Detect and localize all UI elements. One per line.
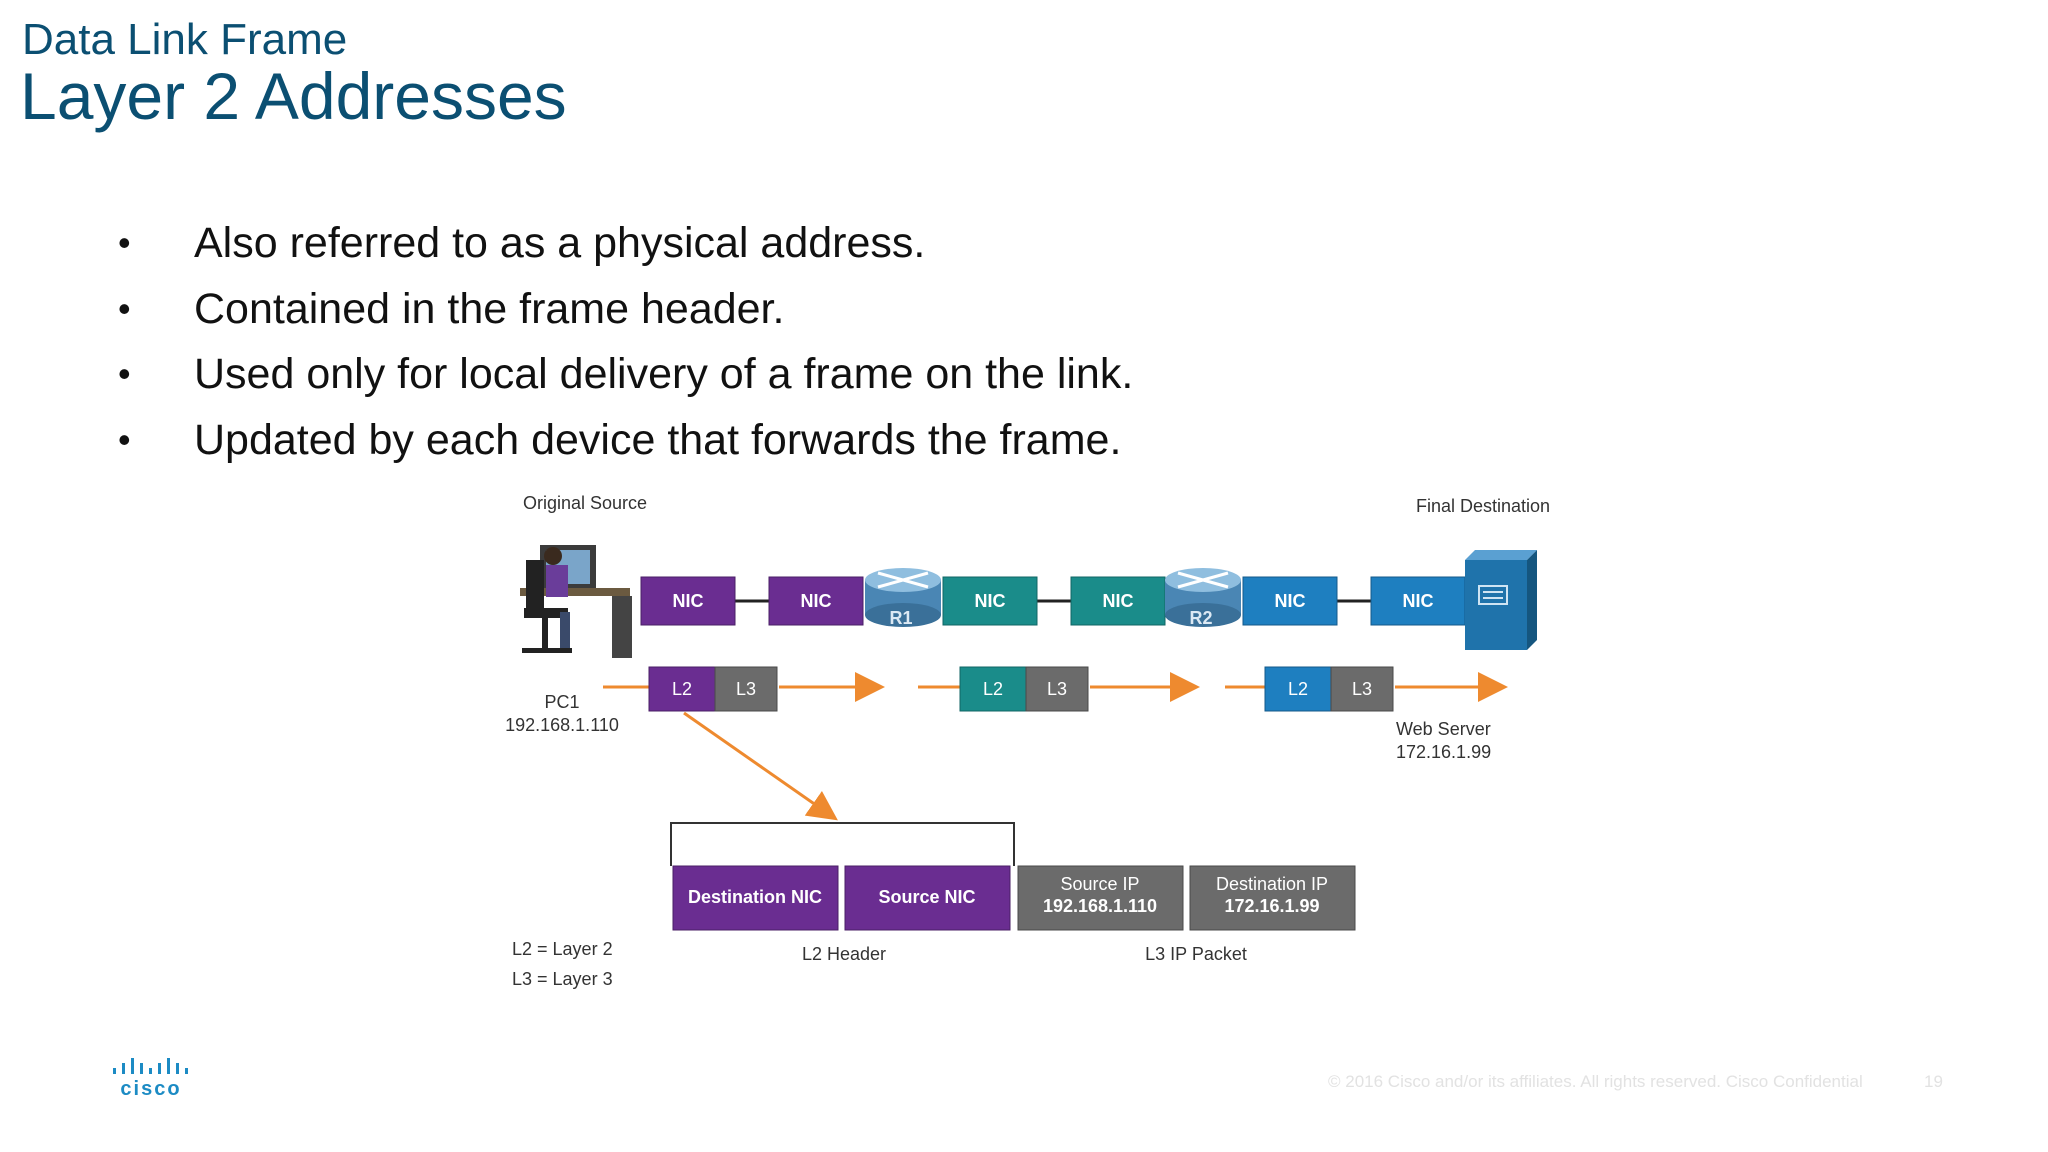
l3-box: L3 (714, 666, 778, 712)
cisco-logo: cisco (112, 1054, 194, 1103)
nic-label: NIC (1103, 591, 1134, 611)
destination-nic-field: Destination NIC (672, 865, 839, 931)
nic-2: NIC (768, 576, 864, 626)
frame-row: L2 L3 L2 L3 L2 L3 (603, 666, 1508, 712)
bullet-item: • Also referred to as a physical address. (112, 214, 1133, 280)
nic-1: NIC (640, 576, 736, 626)
copyright-text: © 2016 Cisco and/or its affiliates. All … (1328, 1072, 1863, 1091)
l2-header-caption: L2 Header (802, 944, 886, 964)
slide-subtitle: Data Link Frame (22, 15, 348, 64)
l3-label: L3 (1047, 679, 1067, 699)
l3-box: L3 (1330, 666, 1394, 712)
nic-label: NIC (1403, 591, 1434, 611)
legend-l3: L3 = Layer 3 (512, 969, 613, 989)
bullet-dot: • (118, 353, 131, 394)
router-label: R2 (1189, 608, 1212, 628)
bullet-dot: • (118, 287, 131, 329)
source-ip-label: Source IP (1060, 874, 1139, 894)
nic-4: NIC (1070, 576, 1166, 626)
router-r1-icon: R1 (865, 568, 941, 628)
cisco-logo-text: cisco (120, 1078, 181, 1098)
expand-arrow (683, 711, 838, 821)
nic-label: NIC (801, 591, 832, 611)
nic-label: NIC (975, 591, 1006, 611)
pc1-workstation-icon (520, 545, 632, 658)
bullet-text: Used only for local delivery of a frame … (194, 350, 1134, 398)
nic-5: NIC (1242, 576, 1338, 626)
server-name: Web Server (1396, 719, 1491, 739)
bullet-dot: • (118, 418, 131, 460)
slide-title: Layer 2 Addresses (20, 59, 567, 133)
nic-label: NIC (1275, 591, 1306, 611)
destination-ip-label: Destination IP (1216, 874, 1328, 894)
nic-6: NIC (1370, 576, 1466, 626)
bullet-list: • Also referred to as a physical address.… (112, 214, 1133, 476)
pc-ip: 192.168.1.110 (505, 715, 619, 735)
l3-label: L3 (1352, 679, 1372, 699)
source-ip-value: 192.168.1.110 (1043, 896, 1157, 916)
l2-box: L2 (1264, 666, 1332, 712)
bullet-item: • Contained in the frame header. (112, 280, 1133, 346)
original-source-label: Original Source (523, 493, 647, 513)
l3-label: L3 (736, 679, 756, 699)
cisco-logo-bars-icon: cisco (113, 1058, 188, 1100)
router-label: R1 (889, 608, 912, 628)
page-number: 19 (1924, 1072, 1943, 1091)
router-r2-icon: R2 (1165, 568, 1241, 628)
legend-l2: L2 = Layer 2 (512, 939, 613, 959)
nic-label: NIC (673, 591, 704, 611)
source-ip-field: Source IP 192.168.1.110 (1017, 865, 1184, 931)
web-server-icon (1465, 550, 1537, 650)
nic-3: NIC (942, 576, 1038, 626)
destination-ip-field: Destination IP 172.16.1.99 (1189, 865, 1356, 931)
destination-nic-label: Destination NIC (688, 887, 822, 907)
l3-packet-caption: L3 IP Packet (1145, 944, 1247, 964)
l2-label: L2 (1288, 679, 1308, 699)
pc-name: PC1 (544, 692, 579, 712)
l2-box: L2 (648, 666, 716, 712)
bullet-item: • Used only for local delivery of a frame… (112, 345, 1133, 411)
l2-label: L2 (983, 679, 1003, 699)
source-nic-field: Source NIC (844, 865, 1011, 931)
bullet-item: • Updated by each device that forwards th… (112, 411, 1133, 477)
server-ip: 172.16.1.99 (1396, 742, 1491, 762)
l3-box: L3 (1025, 666, 1089, 712)
final-destination-label: Final Destination (1416, 496, 1550, 516)
l2-header-bracket (670, 822, 1015, 866)
bullet-text: Contained in the frame header. (194, 284, 785, 333)
bullet-dot: • (118, 222, 131, 263)
bullet-text: Also referred to as a physical address. (194, 219, 926, 267)
l2-label: L2 (672, 679, 692, 699)
destination-ip-value: 172.16.1.99 (1224, 896, 1319, 916)
bullet-text: Updated by each device that forwards the… (194, 415, 1122, 464)
l2-box: L2 (959, 666, 1027, 712)
source-nic-label: Source NIC (878, 887, 975, 907)
